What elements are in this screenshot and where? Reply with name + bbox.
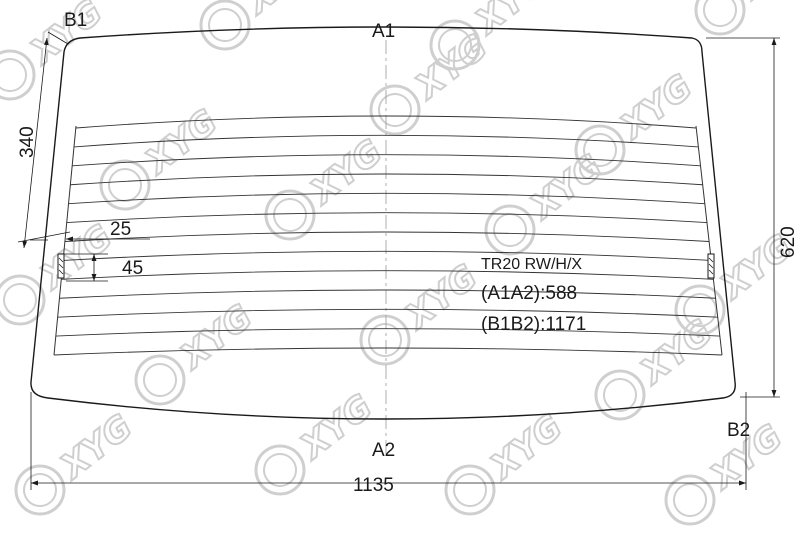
heater-line — [66, 212, 707, 224]
svg-text:XYG: XYG — [397, 257, 485, 338]
watermark-logo: XYG — [0, 0, 111, 101]
watermark-logo: XYG — [444, 406, 571, 516]
dim-label-45: 45 — [122, 258, 143, 279]
dim-label-25: 25 — [110, 219, 131, 240]
watermark-logo: XYG — [664, 416, 791, 526]
heater-line — [68, 192, 705, 205]
dim-label-620: 620 — [778, 226, 799, 258]
heater-line — [63, 250, 712, 261]
point-label-a1: A1 — [372, 21, 395, 42]
svg-text:XYG: XYG — [52, 407, 140, 488]
heater-line — [53, 347, 723, 356]
dim-340-ext — [17, 231, 71, 243]
svg-text:XYG: XYG — [137, 102, 225, 183]
svg-text:XYG: XYG — [407, 27, 495, 108]
model-code: TR20 RW/H/X — [481, 256, 582, 273]
svg-text:XYG: XYG — [32, 217, 120, 298]
svg-text:XYG: XYG — [612, 67, 700, 148]
watermark-logo: XYG — [484, 146, 611, 256]
heater-line — [70, 173, 703, 186]
heater-line — [61, 270, 714, 280]
heater-line — [74, 134, 699, 148]
point-label-a2: A2 — [372, 440, 395, 461]
heater-line — [75, 115, 697, 129]
svg-text:XYG: XYG — [172, 297, 260, 378]
a1a2-measure: (A1A2):588 — [481, 283, 577, 304]
heater-line — [55, 328, 720, 337]
watermark-logo: XYG — [14, 406, 141, 516]
dim-label-340: 340 — [17, 126, 38, 158]
b1-extension-line — [47, 31, 69, 45]
watermark-logo: XYG — [264, 131, 391, 241]
svg-text:XYG: XYG — [482, 407, 570, 488]
svg-text:XYG: XYG — [237, 0, 325, 23]
glass-outline — [30, 26, 736, 420]
svg-text:XYG: XYG — [302, 132, 390, 213]
heater-lines — [53, 115, 723, 356]
svg-text:XYG: XYG — [467, 0, 555, 43]
heater-line — [59, 289, 716, 299]
heater-line — [57, 308, 718, 318]
dim-340-line — [22, 37, 49, 249]
svg-text:XYG: XYG — [292, 387, 380, 468]
point-label-b1: B1 — [64, 10, 87, 31]
point-label-b2: B2 — [727, 420, 750, 441]
watermark-logo: XYG — [694, 0, 800, 36]
dim-label-1135: 1135 — [353, 475, 394, 496]
heater-line — [64, 231, 710, 242]
b1b2-measure: (B1B2):1171 — [481, 314, 586, 335]
left-terminal — [57, 253, 65, 279]
right-terminal — [707, 253, 715, 279]
heater-line — [72, 154, 701, 167]
